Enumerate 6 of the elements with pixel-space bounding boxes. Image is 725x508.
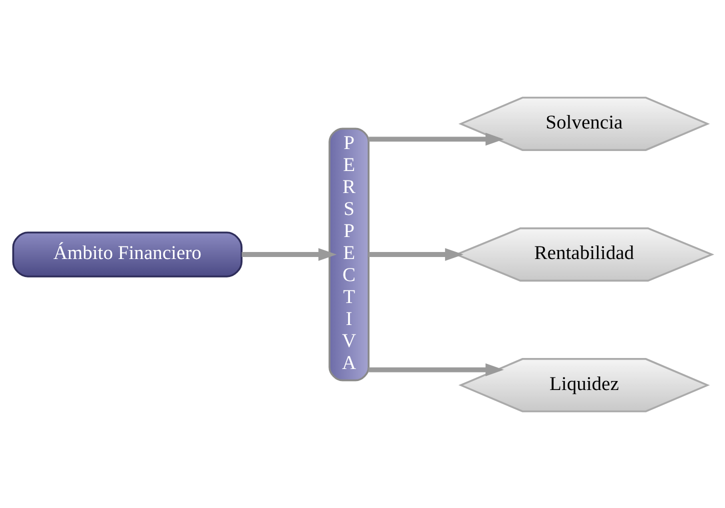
node-box: PERSPECTIVA [328, 127, 370, 381]
arrow [242, 248, 337, 260]
arrow [368, 248, 464, 260]
arrow [368, 132, 504, 146]
arrow [368, 362, 504, 376]
node-box: Ámbito Financiero [12, 231, 242, 277]
